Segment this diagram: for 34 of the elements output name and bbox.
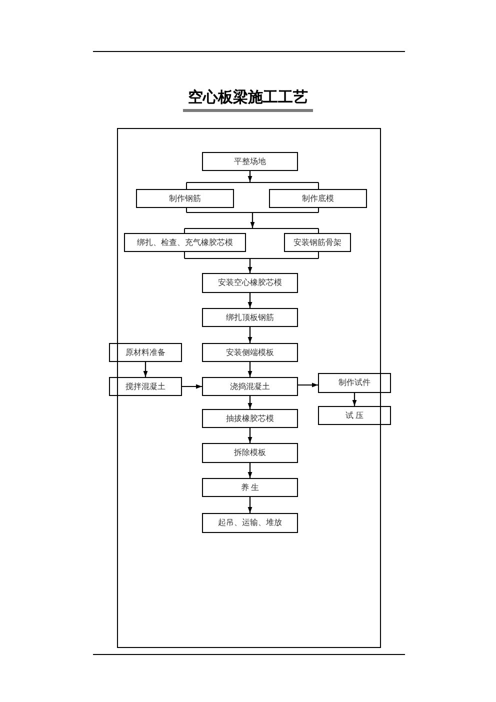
process-box: 绑扎、检查、充气橡胶芯模 xyxy=(124,233,246,252)
arrow xyxy=(298,382,318,388)
process-box: 浇捣混凝土 xyxy=(202,377,298,396)
process-box: 安装钢筋骨架 xyxy=(284,233,351,252)
arrow xyxy=(248,362,252,377)
process-box: 绑扎顶板钢筋 xyxy=(202,308,298,327)
arrow xyxy=(250,213,255,228)
arrow xyxy=(352,393,357,406)
process-box: 制作钢筋 xyxy=(136,189,234,208)
process-box: 试 压 xyxy=(318,406,391,425)
arrow xyxy=(248,259,252,273)
process-box: 养 生 xyxy=(202,478,298,497)
arrow xyxy=(248,497,252,513)
arrow xyxy=(248,428,252,443)
process-box: 制作试件 xyxy=(318,373,391,393)
group-box xyxy=(184,228,319,259)
arrow xyxy=(248,463,252,478)
process-box: 拆除模板 xyxy=(202,443,298,463)
process-box: 搅拌混凝土 xyxy=(109,377,182,396)
arrow xyxy=(248,293,252,308)
process-box: 原材料准备 xyxy=(109,343,182,362)
process-box: 平整场地 xyxy=(202,152,298,171)
process-box: 安装侧端模板 xyxy=(202,343,298,362)
arrow xyxy=(248,396,252,409)
arrow xyxy=(248,327,252,343)
process-box: 起吊、运输、堆放 xyxy=(202,513,298,533)
process-box: 安装空心橡胶芯模 xyxy=(202,273,298,293)
arrow xyxy=(182,384,202,389)
arrow xyxy=(248,171,252,182)
group-box xyxy=(186,182,319,213)
arrow xyxy=(143,362,148,377)
process-box: 制作底模 xyxy=(269,189,367,208)
title: 空心板梁施工工艺 xyxy=(183,88,313,112)
process-box: 抽拔橡胶芯模 xyxy=(202,409,298,428)
